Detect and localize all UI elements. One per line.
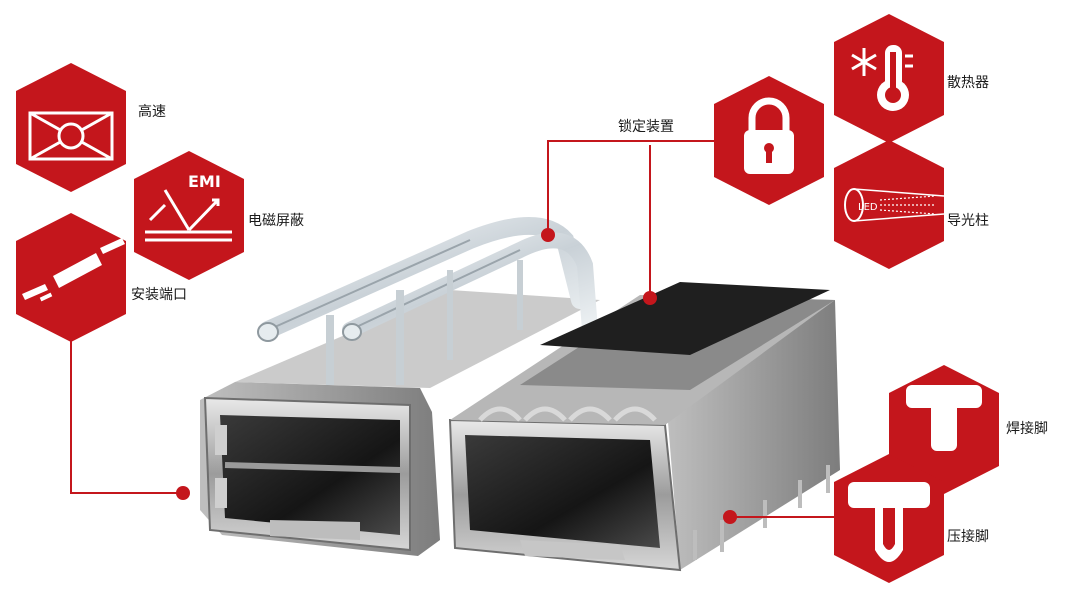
label-press-fit: 压接脚 <box>947 529 989 545</box>
emi-shield-icon <box>145 189 232 242</box>
label-mounting: 安装端口 <box>131 287 187 303</box>
emi-icon-text: EMI <box>188 172 221 191</box>
label-latch: 锁定装置 <box>618 119 674 135</box>
heat-sink-icon <box>851 45 913 111</box>
label-high-speed: 高速 <box>138 104 166 120</box>
mounting-hexagon <box>16 213 126 342</box>
label-heat-sink: 散热器 <box>947 75 989 91</box>
press-fit-hexagon <box>834 454 944 583</box>
solder-tail-hexagon <box>889 365 999 494</box>
latch-hexagon <box>714 76 824 205</box>
mounting-port-icon <box>22 238 125 302</box>
label-light-pipe: 导光柱 <box>947 213 989 229</box>
light-pipe-hexagon: LED <box>834 140 945 269</box>
callout-dot-heat-sink <box>643 291 657 305</box>
high-speed-hexagon <box>16 63 126 192</box>
left-cage-with-light-pipes <box>200 217 600 556</box>
lock-icon <box>744 97 794 174</box>
label-solder-tail: 焊接脚 <box>1006 421 1048 437</box>
callout-dot-press-fit <box>723 510 737 524</box>
callout-dot-latch <box>541 228 555 242</box>
press-fit-icon <box>848 482 930 562</box>
callout-dot-mounting <box>176 486 190 500</box>
solder-tail-icon <box>906 385 982 451</box>
callout-line-mounting <box>70 310 183 494</box>
emi-hexagon: EMI <box>134 151 244 280</box>
high-speed-icon <box>28 111 114 161</box>
label-emi: 电磁屏蔽 <box>248 213 304 229</box>
right-cage-with-heat-sink <box>448 282 840 572</box>
callout-line-latch <box>547 140 714 235</box>
heat-sink-hexagon <box>834 14 944 143</box>
light-pipe-icon-text: LED <box>858 202 878 213</box>
light-pipe-icon <box>844 188 945 222</box>
